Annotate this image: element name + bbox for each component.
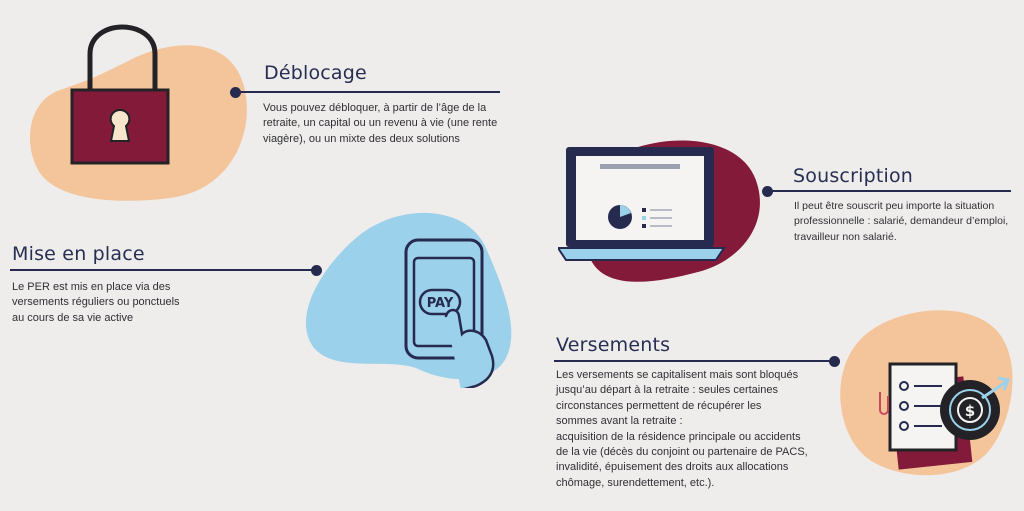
versements-text-line: Les versements se capitalisent mais sont… — [556, 369, 799, 381]
checklist-rows — [899, 381, 942, 431]
versements-title: Versements — [556, 334, 671, 356]
coin-symbol: $ — [965, 402, 975, 420]
deblocage-text: Vous pouvez débloquer, à partir de l’âge… — [263, 101, 513, 147]
deblocage-text-line: retraite, un capital ou un revenu à vie … — [263, 117, 498, 130]
souscription-text-line: Il peut être souscrit peu importe la sit… — [794, 200, 995, 212]
versements-text-line: circonstances permettent de récupérer le… — [556, 399, 762, 412]
laptop-screen — [576, 156, 704, 240]
legend-mark — [642, 224, 646, 228]
mise-en-place-title: Mise en place — [12, 243, 145, 265]
legend-mark — [642, 208, 646, 212]
souscription-text-line: travailleur non salarié. — [794, 230, 897, 243]
deblocage-connector-line — [236, 91, 500, 93]
mise-en-place-connector-line — [10, 269, 316, 271]
versements-text-line: de la vie (décès du conjoint ou partenai… — [556, 446, 808, 459]
souscription-connector-line — [767, 190, 1011, 192]
deblocage-connector-dot — [230, 87, 241, 98]
legend-mark — [650, 225, 672, 227]
dart — [981, 376, 1011, 400]
versements-text-line: acquisition de la résidence principale o… — [556, 430, 801, 443]
versements-text-line: invalidité, épuisement des droits aux al… — [556, 461, 789, 474]
mise-en-place-text: Le PER est mis en place via des versemen… — [12, 280, 242, 326]
paperclip — [879, 392, 889, 415]
souscription-text: Il peut être souscrit peu importe la sit… — [794, 199, 1019, 245]
deblocage-title: Déblocage — [264, 62, 367, 84]
versements-text-line: chômage, surendettement, etc.). — [556, 476, 715, 489]
pie-slice-mark — [620, 205, 631, 217]
souscription-text-line: professionnelle : salarié, demandeur d’e… — [794, 215, 1009, 228]
phone-body — [404, 238, 484, 360]
pay-label: PAY — [427, 296, 454, 311]
checklist-target-icon: $ — [840, 310, 1013, 476]
deblocage-text-line: Vous pouvez débloquer, à partir de l’âge… — [263, 102, 487, 114]
versements-connector-dot — [829, 356, 840, 367]
laptop-screen-header — [600, 164, 680, 169]
deblocage-text-line: viagère), ou un mixte des deux solutions — [263, 132, 460, 145]
souscription-title: Souscription — [793, 165, 914, 187]
mise-en-place-text-line: versements réguliers ou ponctuels — [12, 296, 180, 309]
versements-text: Les versements se capitalisent mais sont… — [556, 368, 826, 491]
target-ring — [949, 389, 991, 431]
versements-connector-line — [554, 360, 834, 362]
pay-button-shape — [418, 288, 462, 316]
versements-text-line: sommes avant la retraite : — [556, 415, 683, 428]
mise-en-place-text-line: au cours de sa vie active — [12, 311, 134, 324]
phone-screen — [412, 256, 476, 348]
coin — [957, 397, 983, 423]
versements-text-line: jusqu’au départ à la retraite : seules c… — [556, 384, 778, 397]
legend-mark — [650, 217, 672, 219]
laptop-chart-icon — [558, 140, 760, 282]
padlock-shackle — [87, 24, 158, 90]
hand — [444, 308, 495, 388]
legend-mark — [642, 216, 646, 220]
legend-mark — [650, 209, 672, 211]
keyhole — [109, 108, 131, 142]
mise-en-place-text-line: Le PER est mis en place via des — [12, 281, 171, 293]
laptop-base — [558, 247, 726, 261]
open-padlock-icon — [29, 24, 247, 201]
smartphone-pay-icon: PAY — [305, 212, 512, 388]
mise-en-place-connector-dot — [311, 265, 322, 276]
